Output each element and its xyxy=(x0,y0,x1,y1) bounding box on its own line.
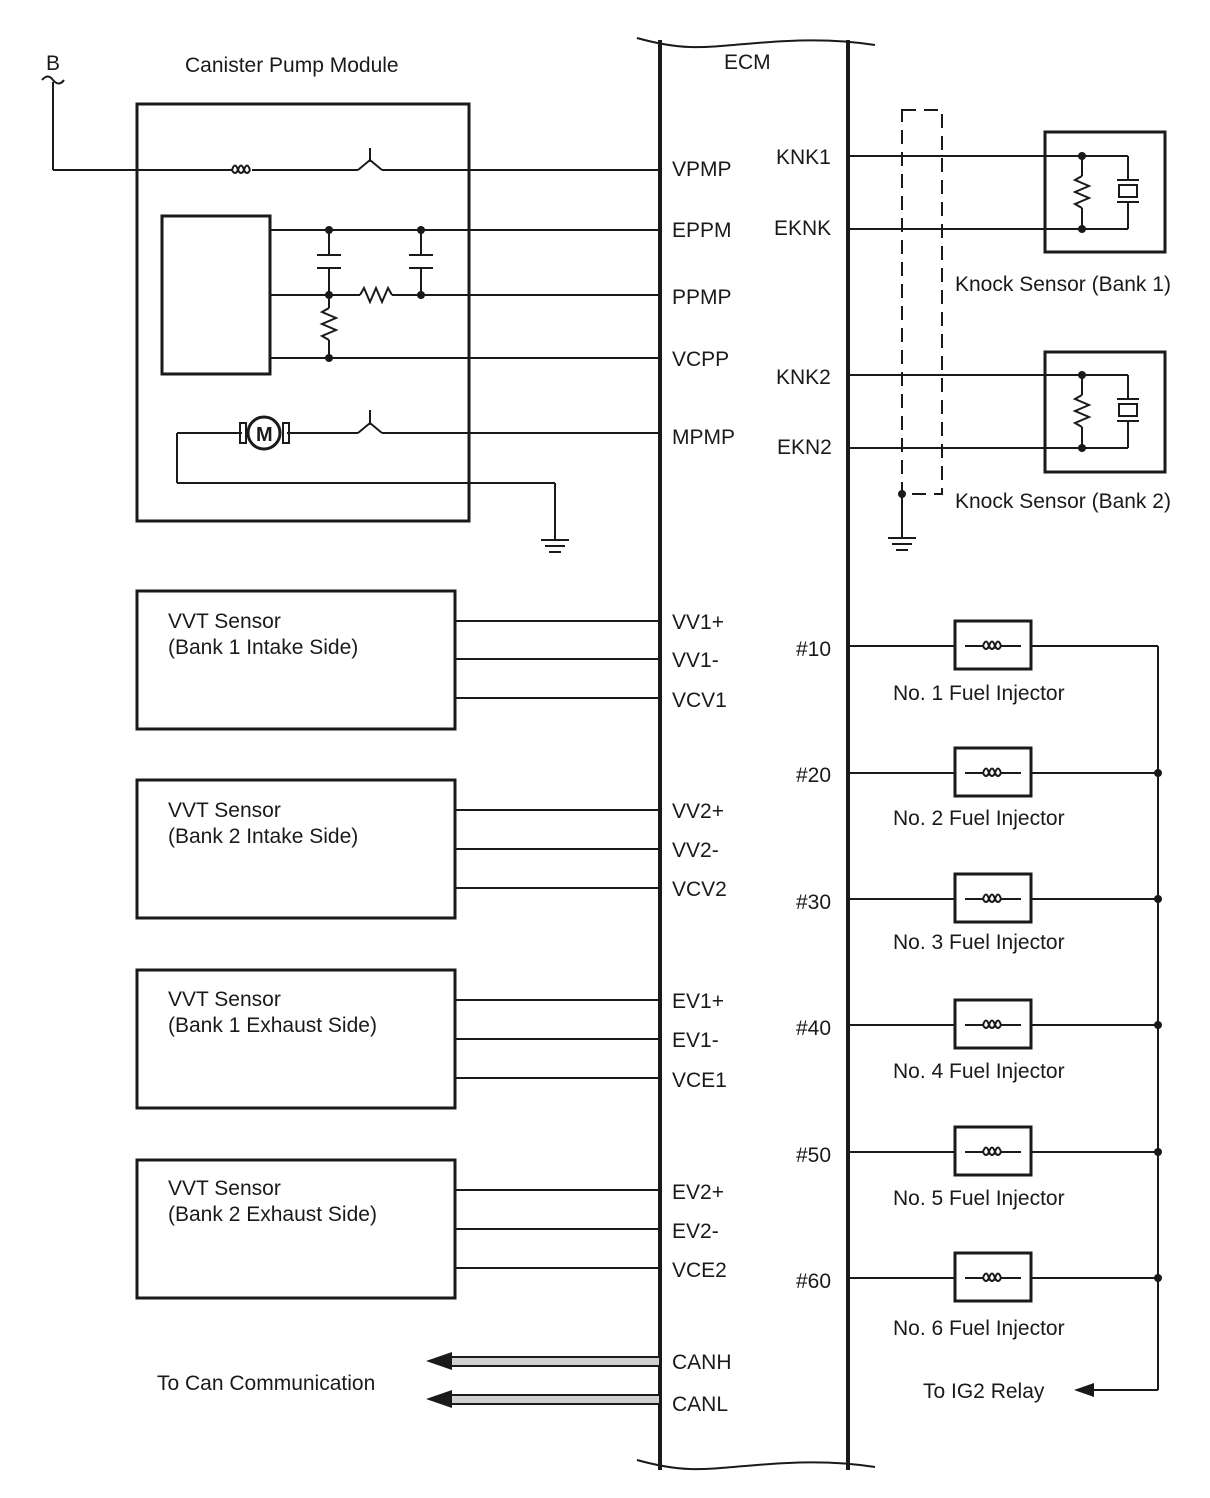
injector-3: #30 No. 3 Fuel Injector xyxy=(796,872,1162,954)
ppmp-resistor-icon xyxy=(359,285,393,305)
pin-vv2-minus: VV2- xyxy=(672,839,719,862)
pin-40: #40 xyxy=(796,1017,831,1040)
power-supply-b: B xyxy=(41,52,65,170)
can-label: To Can Communication xyxy=(157,1372,375,1395)
pin-30: #30 xyxy=(796,891,831,914)
pin-ev1-minus: EV1- xyxy=(672,1029,719,1052)
knock-sensors: KNK1 EKNK KNK2 EKN2 Knock Sensor (Bank 1… xyxy=(774,109,1171,551)
knock-sensor-bank2-box xyxy=(1043,350,1167,474)
power-label: B xyxy=(46,52,60,75)
pin-knk1: KNK1 xyxy=(776,146,831,169)
knock-sensor-bank2-label: Knock Sensor (Bank 2) xyxy=(955,490,1171,513)
injector-4-label: No. 4 Fuel Injector xyxy=(893,1060,1065,1083)
pin-knk2: KNK2 xyxy=(776,366,831,389)
injector-5-label: No. 5 Fuel Injector xyxy=(893,1187,1065,1210)
svg-text:M: M xyxy=(256,424,273,446)
knock-sensor-bank1-label: Knock Sensor (Bank 1) xyxy=(955,273,1171,296)
ig2-relay-label: To IG2 Relay xyxy=(923,1380,1045,1403)
injector-5-coil-icon xyxy=(982,1146,1002,1156)
pin-ekn2: EKN2 xyxy=(777,436,832,459)
injector-6-coil-icon xyxy=(982,1272,1002,1282)
vvt-sensor-1: VVT Sensor (Bank 1 Intake Side) VV1+ VV1… xyxy=(135,589,727,731)
pin-20: #20 xyxy=(796,764,831,787)
vvt-sensor-4: VVT Sensor (Bank 2 Exhaust Side) EV2+ EV… xyxy=(135,1158,727,1300)
injector-2-label: No. 2 Fuel Injector xyxy=(893,807,1065,830)
pin-eknk: EKNK xyxy=(774,217,831,240)
pin-50: #50 xyxy=(796,1144,831,1167)
pressure-sensor-block xyxy=(160,214,272,376)
pin-vcv2: VCV2 xyxy=(672,878,727,901)
pin-vcv1: VCV1 xyxy=(672,689,727,712)
pin-vpmp: VPMP xyxy=(672,158,732,181)
shield-ground-icon xyxy=(888,537,916,551)
vvt-4-title: VVT Sensor xyxy=(168,1177,281,1200)
injector-5: #50 No. 5 Fuel Injector xyxy=(796,1125,1162,1210)
injector-2-coil-icon xyxy=(982,767,1002,777)
injector-4-coil-icon xyxy=(982,1019,1002,1029)
vvt-3-subtitle: (Bank 1 Exhaust Side) xyxy=(168,1014,377,1037)
pin-vv1-minus: VV1- xyxy=(672,649,719,672)
canister-title: Canister Pump Module xyxy=(185,54,399,77)
vvt-3-title: VVT Sensor xyxy=(168,988,281,1011)
injector-1-label: No. 1 Fuel Injector xyxy=(893,682,1065,705)
injector-2: #20 No. 2 Fuel Injector xyxy=(796,746,1162,830)
vvt-2-subtitle: (Bank 2 Intake Side) xyxy=(168,825,358,848)
canister-pump-module: Canister Pump Module xyxy=(53,54,735,553)
injector-1-coil-icon xyxy=(982,640,1002,650)
ground-icon xyxy=(541,539,569,553)
vpmp-coil-icon xyxy=(231,164,251,174)
canh-arrow-icon xyxy=(426,1352,452,1370)
pin-ev2-plus: EV2+ xyxy=(672,1181,724,1204)
vvt-1-title: VVT Sensor xyxy=(168,610,281,633)
pin-vce2: VCE2 xyxy=(672,1259,727,1282)
ecm-block: ECM xyxy=(636,37,876,1471)
injector-3-label: No. 3 Fuel Injector xyxy=(893,931,1065,954)
pin-vv1-plus: VV1+ xyxy=(672,611,724,634)
pump-motor-icon: M xyxy=(239,415,290,451)
ecm-title: ECM xyxy=(724,51,771,74)
pin-ev1-plus: EV1+ xyxy=(672,990,724,1013)
ig2-arrow-icon xyxy=(1074,1383,1094,1397)
pin-ppmp: PPMP xyxy=(672,286,732,309)
pin-60: #60 xyxy=(796,1270,831,1293)
pin-10: #10 xyxy=(796,638,831,661)
pin-vce1: VCE1 xyxy=(672,1069,727,1092)
vvt-sensor-2: VVT Sensor (Bank 2 Intake Side) VV2+ VV2… xyxy=(135,778,727,920)
pin-canl: CANL xyxy=(672,1393,728,1416)
pin-vcpp: VCPP xyxy=(672,348,729,371)
vvt-4-subtitle: (Bank 2 Exhaust Side) xyxy=(168,1203,377,1226)
can-communication: To Can Communication CANH CANL xyxy=(157,1351,732,1416)
injector-6: #60 No. 6 Fuel Injector xyxy=(796,1251,1162,1340)
vvt-2-title: VVT Sensor xyxy=(168,799,281,822)
fuel-injectors: #10 No. 1 Fuel Injector #20 No. 2 Fuel I… xyxy=(796,619,1162,1403)
vvt-1-subtitle: (Bank 1 Intake Side) xyxy=(168,636,358,659)
pin-ev2-minus: EV2- xyxy=(672,1220,719,1243)
knock-sensor-bank1-box xyxy=(1043,130,1167,254)
injector-4: #40 No. 4 Fuel Injector xyxy=(796,998,1162,1083)
pin-canh: CANH xyxy=(672,1351,732,1374)
vvt-sensor-3: VVT Sensor (Bank 1 Exhaust Side) EV1+ EV… xyxy=(135,968,727,1110)
pin-vv2-plus: VV2+ xyxy=(672,800,724,823)
shield-outline xyxy=(901,109,943,495)
pin-eppm: EPPM xyxy=(672,219,732,242)
injector-3-coil-icon xyxy=(982,893,1002,903)
pin-mpmp: MPMP xyxy=(672,426,735,449)
canl-arrow-icon xyxy=(426,1390,452,1408)
injector-1: #10 No. 1 Fuel Injector xyxy=(796,619,1158,705)
injector-6-label: No. 6 Fuel Injector xyxy=(893,1317,1065,1340)
